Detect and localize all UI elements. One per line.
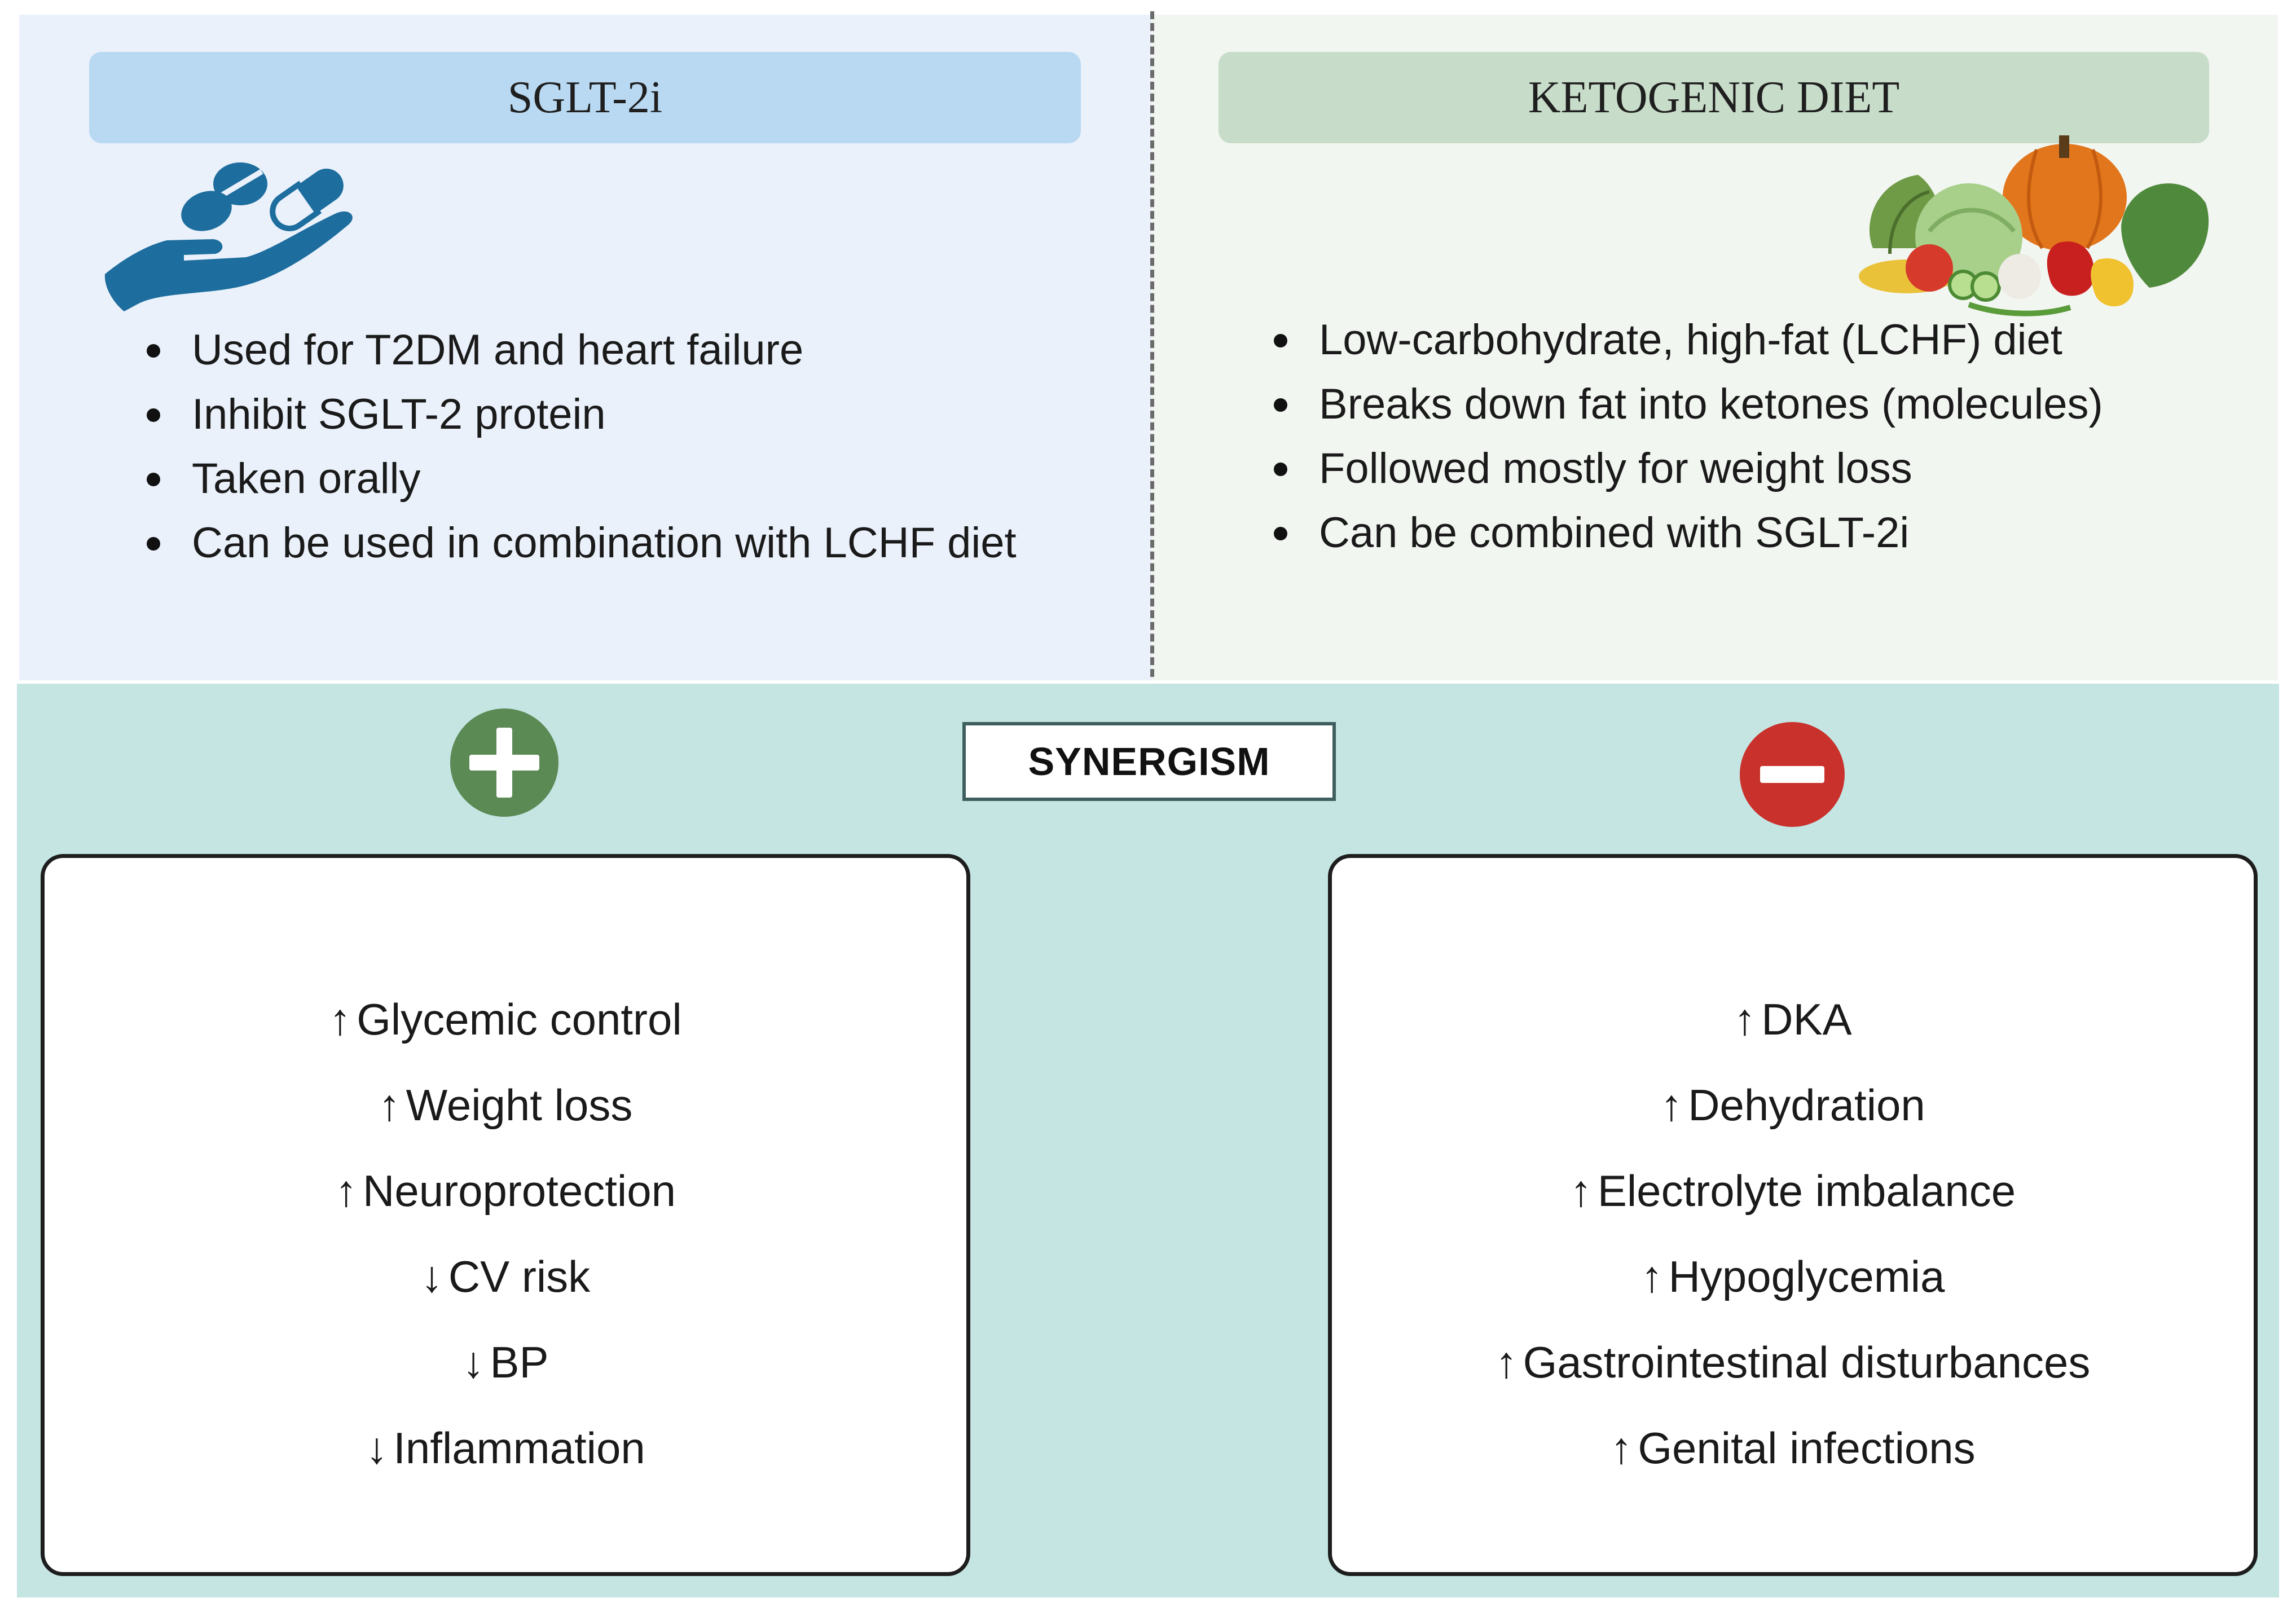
list-item: Can be used in combination with LCHF die… <box>141 511 1017 575</box>
arrow-icon: ↑ <box>378 1080 401 1130</box>
arrow-icon: ↑ <box>1610 1423 1633 1473</box>
list-item: ↑DKA <box>1332 976 2254 1062</box>
synergism-label: SYNERGISM <box>962 722 1336 801</box>
list-item: ↓BP <box>45 1319 966 1405</box>
list-item: ↑Weight loss <box>45 1062 966 1148</box>
ketogenic-diet-bullet-list: Low-carbohydrate, high-fat (LCHF) diet B… <box>1268 308 2103 565</box>
list-item: ↑Neuroprotection <box>45 1148 966 1234</box>
sglt2i-header: SGLT-2i <box>89 52 1081 143</box>
arrow-icon: ↓ <box>462 1337 485 1387</box>
list-item: ↓CV risk <box>45 1234 966 1319</box>
minus-icon <box>1740 722 1845 827</box>
positive-effects-box: ↑Glycemic control ↑Weight loss ↑Neuropro… <box>41 854 970 1576</box>
arrow-icon: ↑ <box>1660 1080 1683 1130</box>
ketogenic-diet-header: KETOGENIC DIET <box>1219 52 2209 143</box>
negative-effects-list: ↑DKA ↑Dehydration ↑Electrolyte imbalance… <box>1332 976 2254 1491</box>
arrow-icon: ↑ <box>1495 1337 1518 1387</box>
vegetables-icon <box>1859 135 2209 316</box>
list-item: Low-carbohydrate, high-fat (LCHF) diet <box>1268 308 2103 372</box>
arrow-icon: ↑ <box>1734 994 1756 1044</box>
list-item: ↑Gastrointestinal disturbances <box>1332 1319 2254 1405</box>
arrow-icon: ↓ <box>366 1423 388 1473</box>
list-item: ↑Glycemic control <box>45 976 966 1062</box>
plus-icon <box>450 708 558 817</box>
sglt2i-bullet-list: Used for T2DM and heart failure Inhibit … <box>141 318 1017 575</box>
list-item: ↓Inflammation <box>45 1405 966 1491</box>
panel-divider <box>1150 11 1154 677</box>
list-item: Can be combined with SGLT-2i <box>1268 501 2103 565</box>
arrow-icon: ↑ <box>329 994 351 1044</box>
negative-effects-box: ↑DKA ↑Dehydration ↑Electrolyte imbalance… <box>1328 854 2258 1576</box>
list-item: ↑Genital infections <box>1332 1405 2254 1491</box>
positive-effects-list: ↑Glycemic control ↑Weight loss ↑Neuropro… <box>45 976 966 1491</box>
list-item: Inhibit SGLT-2 protein <box>141 382 1017 447</box>
arrow-icon: ↑ <box>335 1166 357 1216</box>
pill-hand-icon <box>104 162 353 311</box>
list-item: ↑Hypoglycemia <box>1332 1234 2254 1319</box>
arrow-icon: ↑ <box>1640 1252 1663 1301</box>
list-item: ↑Electrolyte imbalance <box>1332 1148 2254 1234</box>
list-item: Taken orally <box>141 447 1017 511</box>
list-item: ↑Dehydration <box>1332 1062 2254 1148</box>
list-item: Breaks down fat into ketones (molecules) <box>1268 372 2103 437</box>
arrow-icon: ↑ <box>1569 1166 1592 1216</box>
list-item: Followed mostly for weight loss <box>1268 437 2103 501</box>
list-item: Used for T2DM and heart failure <box>141 318 1017 382</box>
arrow-icon: ↓ <box>420 1252 443 1301</box>
